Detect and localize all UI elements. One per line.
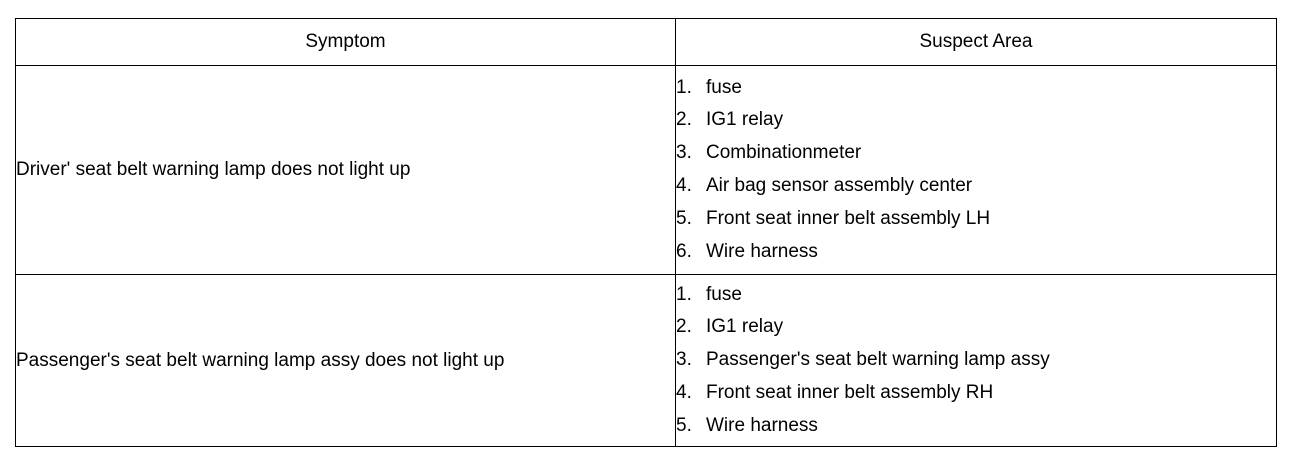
symptom-cell: Driver' seat belt warning lamp does not … (15, 65, 676, 275)
suspect-area-cell: 1. fuse 2. IG1 relay 3. Passenger's seat be… (675, 274, 1277, 447)
list-item: 6. Wire harness (676, 236, 1276, 269)
list-item: 5. Front seat inner belt assembly LH (676, 203, 1276, 236)
item-number: 2. (676, 316, 692, 338)
item-text: Front seat inner belt assembly RH (706, 381, 994, 403)
troubleshooting-table: Symptom Suspect Area Driver' seat belt w… (15, 18, 1277, 447)
item-number: 1. (676, 76, 692, 98)
item-number: 6. (676, 240, 692, 262)
item-text: Wire harness (706, 240, 818, 262)
list-item: 1. fuse (676, 72, 1276, 105)
item-number: 4. (676, 175, 692, 196)
list-item: 4. Air bag sensor assembly center (676, 170, 1276, 203)
list-item: 3. Passenger's seat belt warning lamp ass… (676, 344, 1276, 377)
list-item: 1. fuse (676, 279, 1276, 312)
item-text: IG1 relay (706, 109, 784, 131)
item-text: Wire harness (706, 414, 818, 436)
list-item: 2. IG1 relay (676, 311, 1276, 344)
item-text: IG1 relay (706, 316, 784, 338)
item-number: 2. (676, 109, 692, 131)
item-number: 3. (676, 142, 692, 164)
item-text: fuse (706, 283, 742, 305)
list-item: 4. Front seat inner belt assembly RH (676, 377, 1276, 410)
list-item: 2. IG1 relay (676, 104, 1276, 137)
item-text: Passenger's seat belt warning lamp assy (706, 349, 1050, 371)
header-suspect-area: Suspect Area (675, 18, 1277, 66)
item-number: 5. (676, 414, 692, 436)
item-text: Combinationmeter (706, 142, 862, 164)
suspect-list: 1. fuse 2. IG1 relay 3. Combinationmeter 4.… (676, 72, 1276, 269)
item-number: 3. (676, 349, 692, 371)
item-text: fuse (706, 76, 742, 98)
item-number: 4. (676, 381, 692, 403)
item-number: 1. (676, 283, 692, 305)
table-row: Passenger's seat belt warning lamp assy … (15, 274, 1277, 447)
item-text: Front seat inner belt assembly LH (706, 207, 991, 229)
list-item: 3. Combinationmeter (676, 137, 1276, 170)
item-text: Air bag sensor assembly center (706, 175, 973, 196)
header-symptom: Symptom (15, 18, 676, 66)
symptom-cell: Passenger's seat belt warning lamp assy … (15, 274, 676, 447)
list-item: 5. Wire harness (676, 410, 1276, 443)
header-row: Symptom Suspect Area (15, 18, 1277, 66)
table-row: Driver' seat belt warning lamp does not … (15, 65, 1277, 275)
suspect-list: 1. fuse 2. IG1 relay 3. Passenger's seat be… (676, 279, 1276, 443)
item-number: 5. (676, 207, 692, 229)
suspect-area-cell: 1. fuse 2. IG1 relay 3. Combinationmeter 4.… (675, 65, 1277, 275)
